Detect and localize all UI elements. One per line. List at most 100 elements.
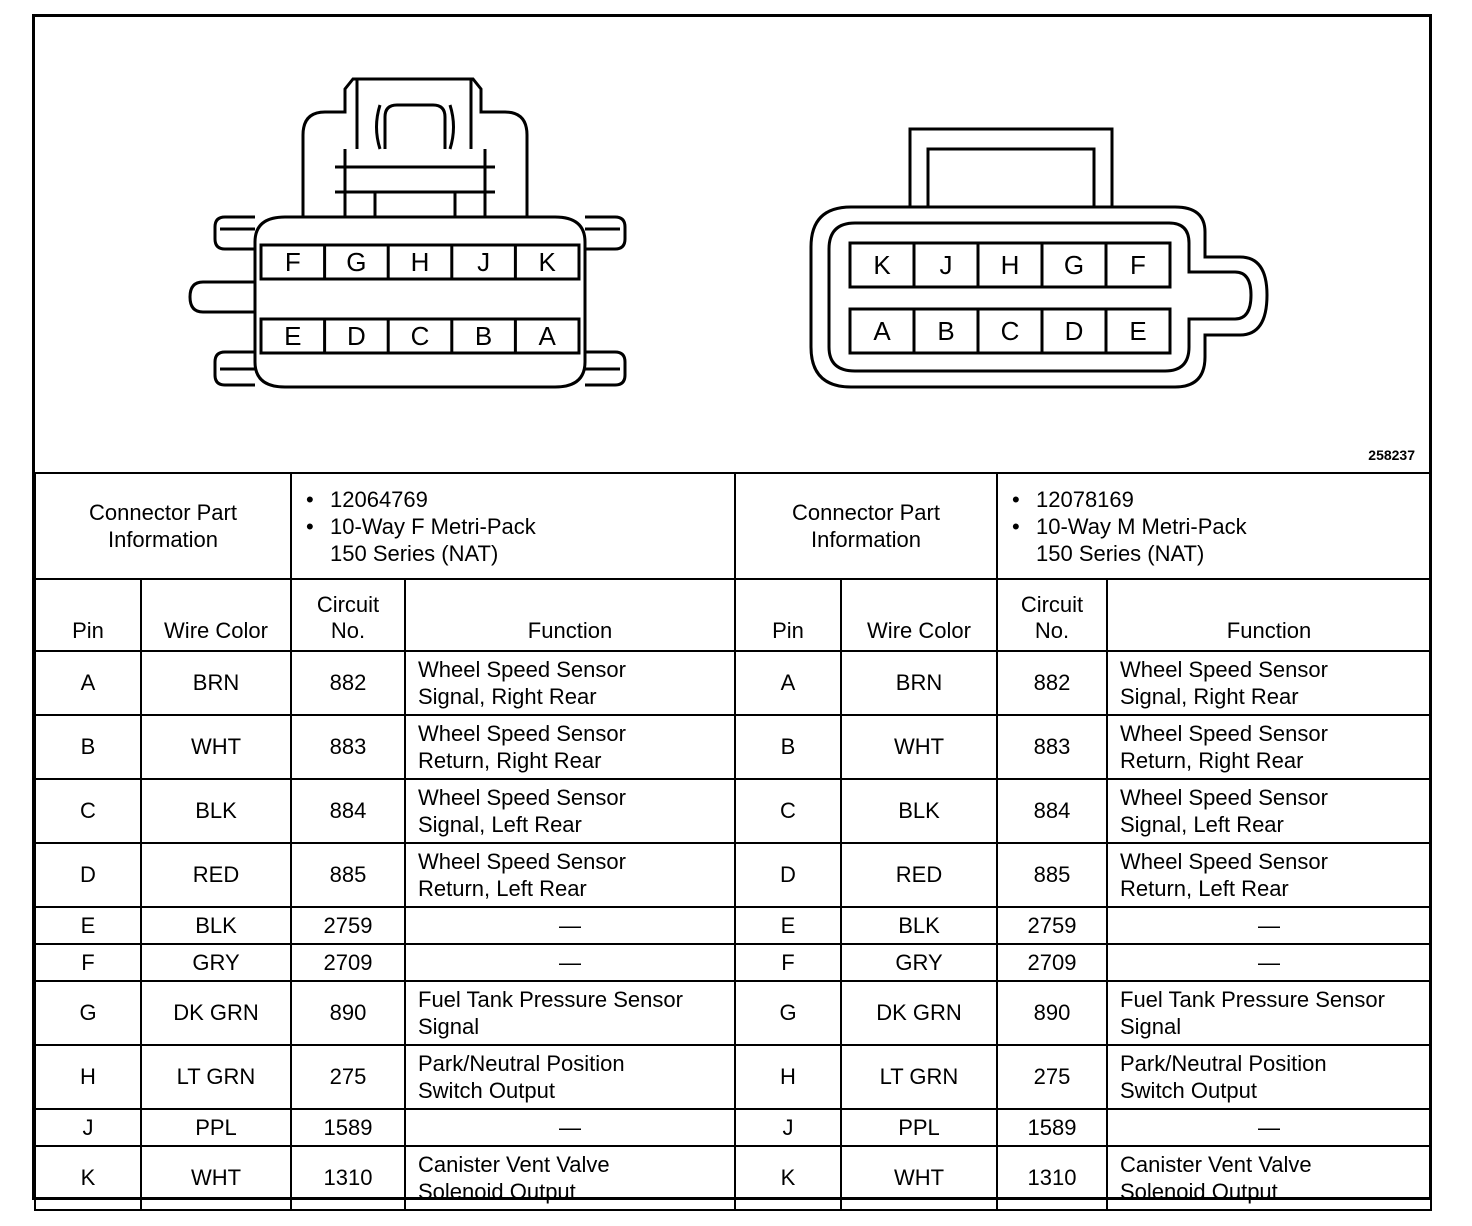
wire-color-cell: BRN [840, 650, 998, 716]
header-function: Function [404, 578, 736, 652]
figure-number: 258237 [1368, 447, 1415, 463]
circuit-cell: 1589 [996, 1108, 1108, 1147]
circuit-cell: 2709 [996, 943, 1108, 982]
pin-label: D [347, 321, 366, 351]
wire-color-cell: WHT [840, 1145, 998, 1211]
pin-cell: E [34, 906, 142, 945]
pin-cell: E [734, 906, 842, 945]
pin-label: F [1130, 250, 1146, 280]
pin-label: A [873, 316, 891, 346]
circuit-cell: 275 [290, 1044, 406, 1110]
pin-cell: H [34, 1044, 142, 1110]
pin-label: J [477, 247, 490, 277]
wire-color-cell: WHT [140, 1145, 292, 1211]
header-wire-color: Wire Color [840, 578, 998, 652]
header-wire-color: Wire Color [140, 578, 292, 652]
wire-color-cell: RED [840, 842, 998, 908]
circuit-cell: 882 [996, 650, 1108, 716]
circuit-cell: 885 [996, 842, 1108, 908]
pin-cell: C [34, 778, 142, 844]
header-pin: Pin [734, 578, 842, 652]
pin-cell: D [734, 842, 842, 908]
circuit-cell: 1310 [290, 1145, 406, 1211]
function-cell: — [1106, 943, 1432, 982]
pin-label: A [539, 321, 557, 351]
wire-color-cell: GRY [840, 943, 998, 982]
pin-cell: C [734, 778, 842, 844]
wire-color-cell: RED [140, 842, 292, 908]
pin-label: B [475, 321, 492, 351]
wire-color-cell: BRN [140, 650, 292, 716]
wire-color-cell: DK GRN [140, 980, 292, 1046]
female-connector [188, 77, 627, 389]
pin-cell: B [34, 714, 142, 780]
pin-cell: K [34, 1145, 142, 1211]
wire-color-cell: BLK [840, 906, 998, 945]
wire-color-cell: BLK [840, 778, 998, 844]
pin-cell: J [734, 1108, 842, 1147]
pin-label: B [937, 316, 954, 346]
circuit-cell: 890 [290, 980, 406, 1046]
pin-label: E [1129, 316, 1146, 346]
pin-label: H [1001, 250, 1020, 280]
wire-color-cell: BLK [140, 778, 292, 844]
pin-cell: B [734, 714, 842, 780]
circuit-cell: 883 [290, 714, 406, 780]
wire-color-cell: BLK [140, 906, 292, 945]
male-connector [809, 127, 1269, 389]
pin-cell: F [34, 943, 142, 982]
pin-label: F [285, 247, 301, 277]
header-function: Function [1106, 578, 1432, 652]
pin-label: K [539, 247, 557, 277]
circuit-cell: 2709 [290, 943, 406, 982]
wire-color-cell: LT GRN [140, 1044, 292, 1110]
pin-cell: G [34, 980, 142, 1046]
pin-cell: F [734, 943, 842, 982]
wire-color-cell: DK GRN [840, 980, 998, 1046]
pin-cell: A [734, 650, 842, 716]
left-part-number: 12064769 [306, 486, 734, 513]
header-pin: Pin [34, 578, 142, 652]
function-cell: — [404, 943, 736, 982]
function-cell: — [1106, 1108, 1432, 1147]
function-cell: — [404, 906, 736, 945]
circuit-cell: 890 [996, 980, 1108, 1046]
pin-label: G [346, 247, 366, 277]
function-cell: — [1106, 906, 1432, 945]
pin-cell: G [734, 980, 842, 1046]
circuit-cell: 885 [290, 842, 406, 908]
wire-color-cell: LT GRN [840, 1044, 998, 1110]
left-info-label: Connector Part Information [34, 472, 292, 580]
wire-color-cell: GRY [140, 943, 292, 982]
pin-cell: H [734, 1044, 842, 1110]
wire-color-cell: WHT [140, 714, 292, 780]
wire-color-cell: PPL [840, 1108, 998, 1147]
circuit-cell: 1589 [290, 1108, 406, 1147]
pinout-table: Connector Part Information 12064769 10-W… [34, 472, 1432, 1211]
